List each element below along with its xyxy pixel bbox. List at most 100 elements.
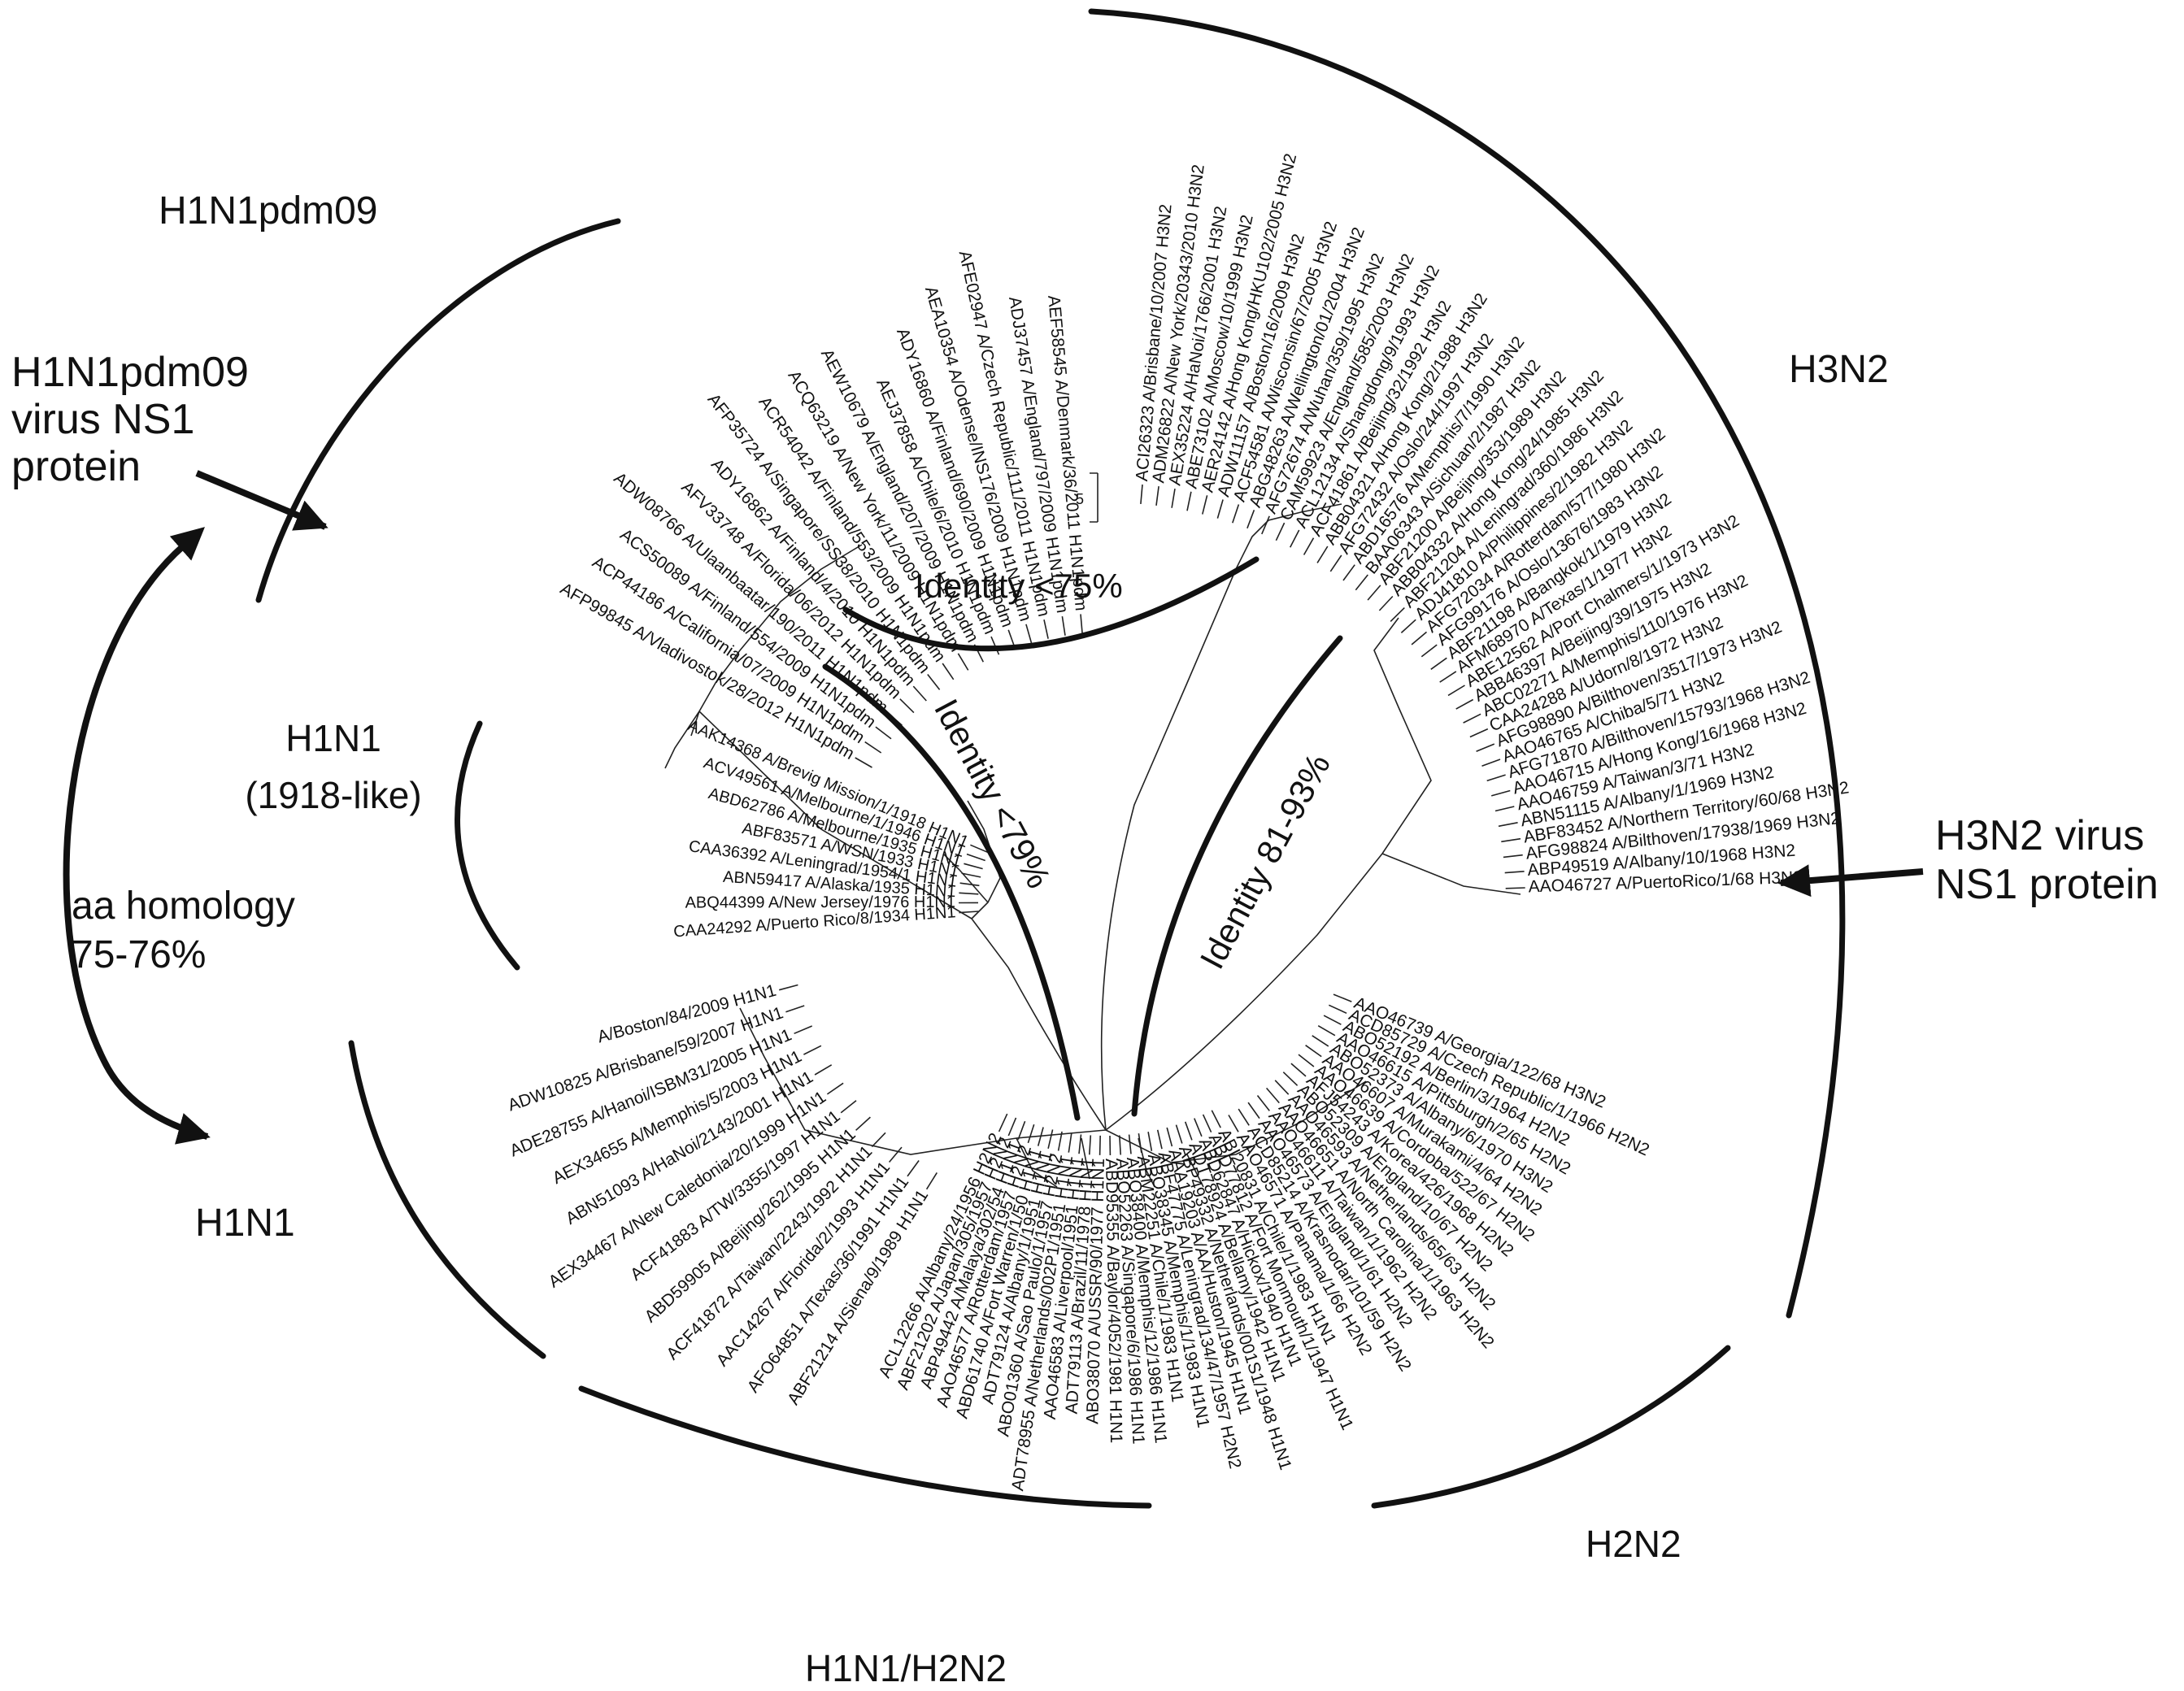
terminal-branch <box>1037 1127 1044 1146</box>
pdm-ns1-label-line2: virus NS1 <box>11 396 194 443</box>
terminal-branch <box>1138 1132 1142 1154</box>
terminal-branch <box>778 984 798 991</box>
terminal-branch <box>1486 774 1506 782</box>
terminal-branch <box>1027 1124 1035 1144</box>
terminal-branch <box>1078 1134 1082 1154</box>
terminal-branch <box>1068 1132 1072 1153</box>
terminal-branch <box>1367 585 1381 601</box>
terminal-branch <box>1099 1135 1101 1155</box>
terminal-branch <box>1455 698 1474 710</box>
terminal-branch <box>1155 485 1159 506</box>
terminal-branch <box>1476 743 1495 752</box>
terminal-branch <box>1211 1110 1221 1128</box>
homology-double-arrow <box>63 527 211 1145</box>
terminal-branch <box>1498 822 1518 828</box>
terminal-branch <box>1007 1117 1017 1137</box>
terminal-branch <box>1047 1129 1054 1149</box>
terminal-branch <box>1463 713 1481 724</box>
terminal-branch <box>1247 1102 1260 1119</box>
clade-label-h1n1-h2n2: H1N1/H2N2 <box>805 1647 1007 1689</box>
terminal-branch <box>1025 624 1033 644</box>
terminal-branch <box>1171 488 1176 508</box>
terminal-branch <box>1289 529 1300 548</box>
terminal-branch <box>1494 806 1515 812</box>
terminal-branch <box>1501 837 1521 843</box>
terminal-branch <box>970 844 989 854</box>
clade-label-h1n1-1918-line1: H1N1 <box>285 717 381 759</box>
terminal-branch <box>1400 619 1416 633</box>
terminal-branch <box>1175 1124 1183 1144</box>
terminal-branch <box>961 872 981 878</box>
terminal-branch <box>1184 1121 1193 1141</box>
terminal-branch <box>1216 499 1224 519</box>
terminal-branch <box>1274 1080 1290 1095</box>
clade-label-h3n2: H3N2 <box>1789 348 1889 391</box>
terminal-branch <box>1328 1004 1347 1015</box>
terminal-branch <box>1303 537 1315 555</box>
terminal-branch <box>1305 1045 1322 1058</box>
scale-bar-label: 5 <box>1076 491 1084 507</box>
terminal-branch <box>899 698 915 714</box>
clade-label-h1n1: H1N1 <box>195 1202 295 1245</box>
terminal-branch <box>1261 515 1270 535</box>
terminal-branch <box>959 882 980 887</box>
terminal-branch <box>1043 619 1049 639</box>
arc-h3n2 <box>1088 8 1846 1319</box>
terminal-branch <box>957 653 969 671</box>
terminal-branch <box>1316 546 1329 563</box>
terminal-branch <box>1282 1072 1299 1086</box>
terminal-branch <box>966 853 985 862</box>
terminal-branch <box>1490 789 1511 797</box>
terminal-branch <box>1166 1127 1173 1147</box>
terminal-branch <box>1503 854 1523 859</box>
terminal-branch <box>1256 1095 1270 1111</box>
terminal-branch <box>1342 564 1355 581</box>
terminal-branch <box>1447 685 1465 697</box>
terminal-branch <box>1390 607 1405 622</box>
terminal-branch <box>794 1025 813 1035</box>
terminal-branch <box>1317 1025 1336 1037</box>
h3n2-ns1-label-line2: NS1 protein <box>1935 861 2159 908</box>
terminal-branch <box>855 757 872 768</box>
terminal-branch <box>1298 1054 1315 1067</box>
clade-label-h2n2: H2N2 <box>1586 1523 1682 1565</box>
terminal-branch <box>855 1116 871 1131</box>
terminal-branch <box>1355 574 1368 591</box>
terminal-branch <box>1080 614 1083 634</box>
terminal-branch <box>1505 887 1525 889</box>
terminal-branch <box>1061 615 1066 636</box>
terminal-branch <box>1194 1118 1203 1137</box>
terminal-branch <box>998 1113 1008 1132</box>
terminal-branch <box>875 726 892 740</box>
scale-bar: 5 <box>1076 472 1099 523</box>
terminal-branch <box>1265 1087 1280 1104</box>
terminal-branch <box>1238 1108 1250 1126</box>
terminal-branch <box>1439 671 1457 683</box>
homology-label-line1: aa homology <box>72 885 295 928</box>
leaf-labels: AFP99845 A/Vladivostok/28/2012 H1N1pdmAC… <box>506 152 1851 1493</box>
terminal-branch <box>1017 1120 1026 1140</box>
terminal-branch <box>959 892 979 895</box>
terminal-branch <box>803 1045 822 1055</box>
terminal-branch <box>1333 993 1352 1002</box>
terminal-branch <box>925 1172 938 1190</box>
terminal-branch <box>1420 644 1438 658</box>
terminal-branch <box>942 663 955 680</box>
arc-h1n1 <box>348 1040 546 1359</box>
terminal-branch <box>1469 728 1489 738</box>
identity-right-label: Identity 81-93% <box>1192 747 1338 975</box>
terminal-branch <box>912 685 927 702</box>
terminal-branch <box>840 1100 857 1114</box>
arc-h1n1pdm09 <box>255 218 621 603</box>
terminal-branch <box>1430 657 1447 670</box>
terminal-branch <box>1378 595 1394 611</box>
pdm-ns1-label-line3: protein <box>11 443 141 490</box>
terminal-branch <box>888 1146 903 1163</box>
terminal-branch <box>1147 1132 1153 1151</box>
arc-h1n1-h2n2 <box>578 1385 1152 1509</box>
terminal-branch <box>1228 1115 1239 1132</box>
terminal-branch <box>1156 1129 1163 1150</box>
arc-h1n1-1918 <box>455 720 520 971</box>
terminal-branch <box>871 1132 886 1148</box>
